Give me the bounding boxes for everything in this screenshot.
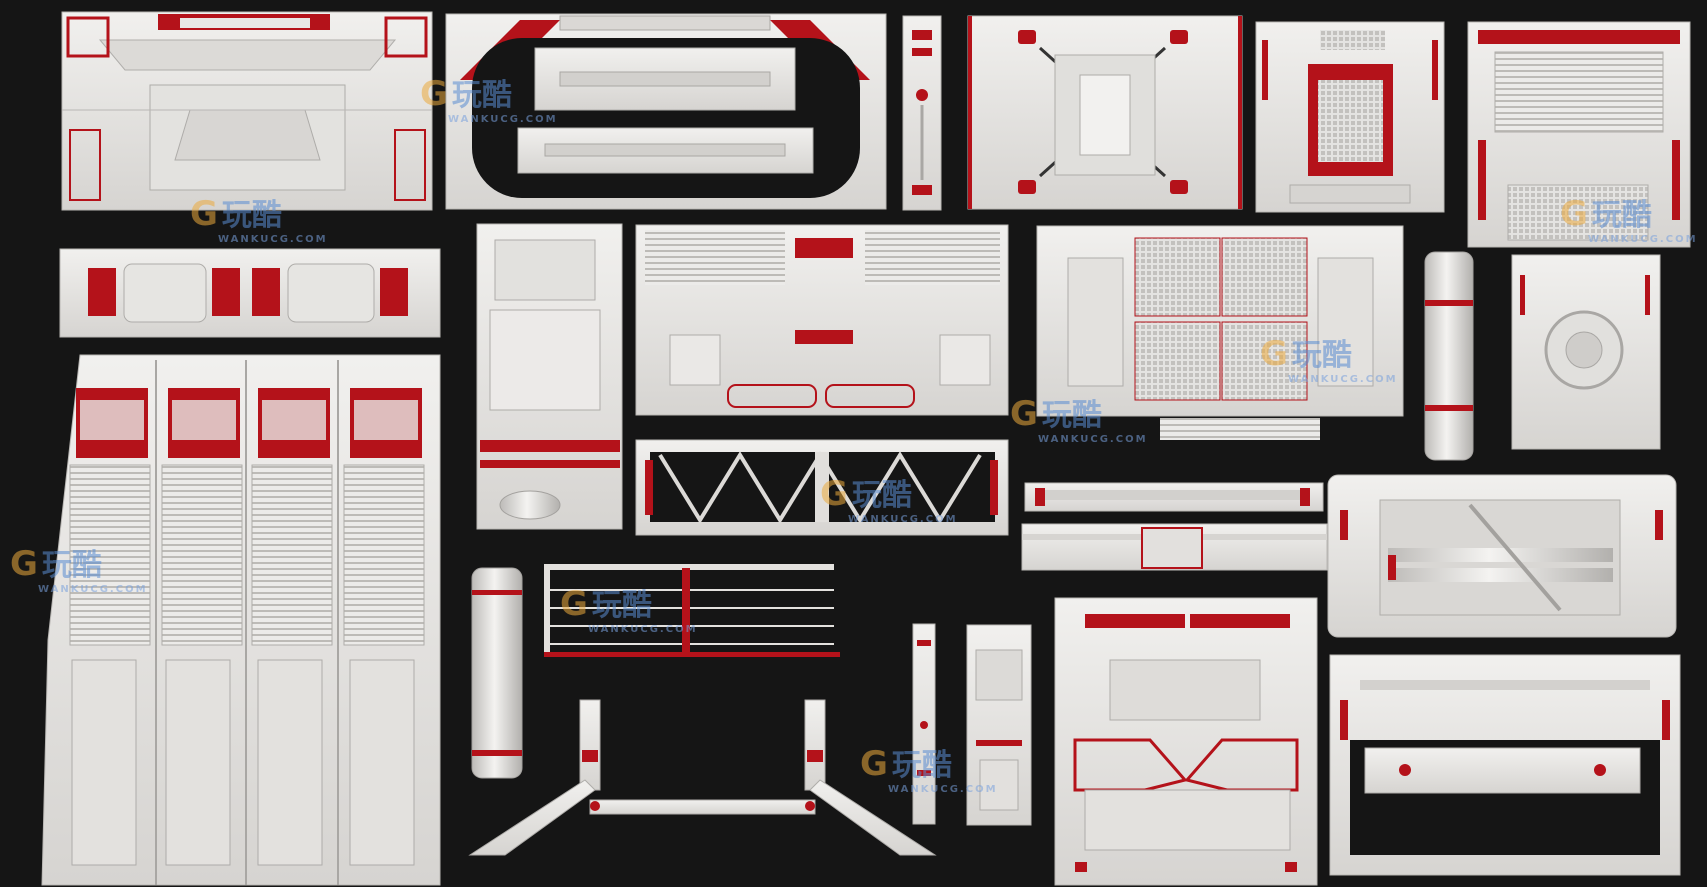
- panel-plate-marked: [967, 15, 1243, 210]
- panel-pillar-unit: [966, 624, 1032, 826]
- panel-bulkhead-door: [1054, 597, 1318, 886]
- panel-rack-bay: [41, 354, 441, 886]
- panel-thin-pillar: [912, 623, 936, 825]
- panel-gate-frame: [1329, 654, 1681, 876]
- panel-railing: [544, 564, 840, 657]
- panel-frame-truss: [635, 439, 1009, 536]
- panel-hatch-frame: [61, 11, 433, 211]
- panel-vertical-strip: [902, 15, 942, 211]
- panel-wide-machine: [635, 224, 1009, 416]
- panel-grid-hatch: [1036, 225, 1404, 440]
- panel-round-hatch: [1511, 254, 1661, 450]
- panel-rail-pair: [1021, 482, 1328, 571]
- panel-long-strip: [59, 248, 441, 338]
- panel-cylinder-upright: [1424, 251, 1474, 461]
- panel-door-column: [476, 223, 623, 530]
- panel-window-frame: [445, 13, 887, 210]
- panel-support-legs: [468, 699, 937, 856]
- panel-cylinder-small: [471, 567, 523, 779]
- panel-console-grille: [1255, 21, 1445, 213]
- panel-cargo-pod: [1327, 474, 1677, 638]
- panel-louver-frame: [1467, 21, 1691, 248]
